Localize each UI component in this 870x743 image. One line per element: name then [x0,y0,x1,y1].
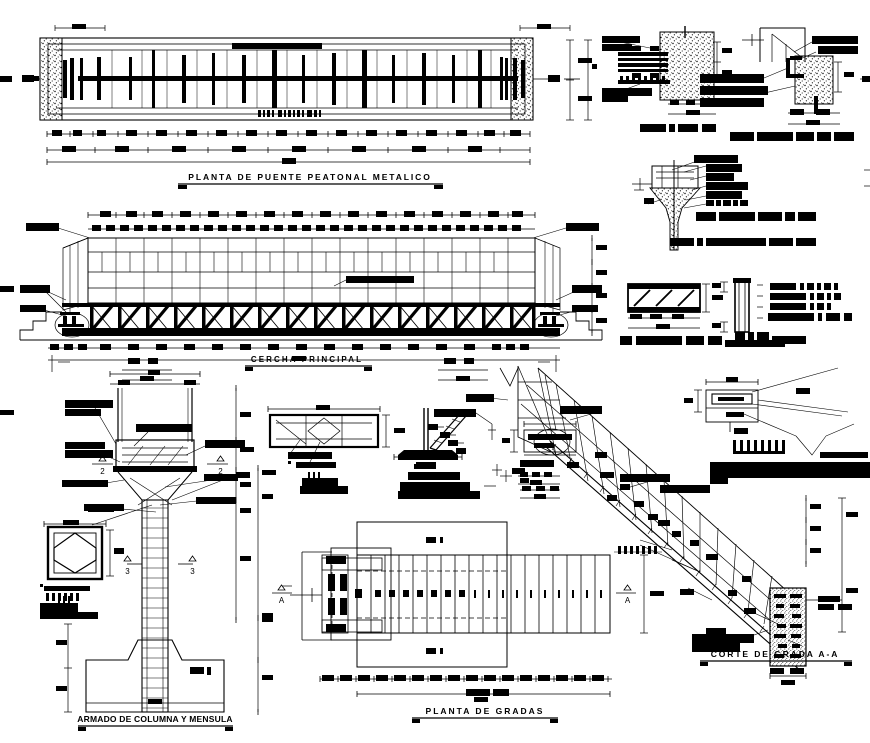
truss-top-dim-2 [88,225,535,231]
stair-top-support [502,420,577,485]
truss-right-vdim [591,234,607,337]
section-mark-2-right: 2 [207,455,228,476]
plan-dim-chain-1 [46,130,531,138]
detail-stair-support [700,27,858,141]
detail-text-block [710,462,870,478]
corbel-bearing-plate [113,466,197,472]
stairs-dashed-lines [357,570,507,619]
section-mark-a-right: A [616,584,636,605]
truss-web [62,303,560,336]
detail-caption-block-3 [670,212,816,246]
title-tick-right [434,185,443,189]
column-top-dim [109,370,201,385]
column-bottom-dim [85,699,225,707]
stairs-section-title: CORTE DE GRADA A-A [711,649,839,659]
plan-bridge-title: PLANTA DE PUENTE PEATONAL METALICO [188,172,431,182]
truss-bottom-dim [48,344,560,372]
title-tick-left [178,185,187,189]
section-mark-3-left: 3 [123,555,142,576]
detail-truss-panel [620,283,723,345]
section-mark-a-right-label: A [625,596,631,605]
misc-edge-markers [0,76,870,587]
view-stairs-section: CORTE DE GRADA A-A [466,365,870,685]
view-stairs-plan: A A [272,521,664,723]
stairs-plan-title: PLANTA DE GRADAS [426,706,545,716]
column-title-tick-left [78,727,86,731]
truss-title-tick-left [245,367,253,371]
truss-callouts [20,223,602,317]
handrail-connection-detail [684,367,870,484]
section-mark-a-left: A [272,584,292,605]
truss-deck-label [346,276,414,283]
section-mark-2-right-label: 2 [218,467,223,476]
longitudinal-girder [78,76,518,81]
corbel-concrete-body [649,187,702,251]
column-detail-title: ARMADO DE COLUMNA Y MENSULA [77,714,232,724]
plan-top-dims [54,24,571,31]
stairs-section-left-callouts [484,464,560,499]
stairs-plan-tick-left [412,719,420,723]
stairs-bottom-dim-2 [356,689,611,702]
view-plan-bridge: PLANTA DE PUENTE PEATONAL METALICO [22,24,592,189]
stairs-bottom-dim-1 [319,675,612,683]
detail-caption-block-4 [620,336,722,345]
stairs-section-tick-left [700,662,708,666]
plan-section-leaders [22,75,580,82]
section-mark-3-right-label: 3 [190,567,195,576]
column-callouts [62,400,250,526]
plan-dim-overall [46,158,531,166]
stairs-plan-tick-right [550,719,558,723]
section-mark-3-left-label: 3 [125,567,130,576]
detail-caption-block-5 [725,332,806,347]
view-column-detail: 2 2 3 3 ARMADO DE COLUMNA Y MENSULA [40,370,276,731]
section-mark-3-right: 3 [178,555,197,576]
column-footing-vdim [56,623,72,713]
view-truss-elevation: CERCHA PRINCIPAL [19,211,607,381]
truss-top-dim-1 [87,211,536,219]
stairs-section-right-vdim-b [838,497,858,633]
truss-bottom-detail-left [122,358,172,381]
plan-dim-chain-2 [46,146,531,154]
column-footing [85,639,225,713]
plan-right-vdim [566,39,592,121]
truss-bottom-detail-right [438,358,488,381]
stair-tread-markers [355,589,602,598]
detail-corbel-footing [632,155,816,251]
detail-caption-block-2 [730,132,854,141]
deck-layers [618,46,670,84]
section-mark-2-left: 2 [92,455,113,476]
deck-annotation-bottom [258,110,321,117]
column-title-tick-right [225,727,233,731]
stairs-landing-labels [426,537,443,654]
deck-label-strip-top [232,43,322,49]
stairs-left-column-plan [290,547,392,641]
column-shaft [141,499,169,713]
truss-title: CERCHA PRINCIPAL [251,355,363,364]
column-cross-section [40,520,124,619]
stairs-left-column-bars [326,556,347,632]
section-mark-a-left-label: A [279,596,285,605]
stair-base-column [692,587,852,685]
section-mark-2-left-label: 2 [100,467,105,476]
truss-title-tick-right [364,367,372,371]
detail-beam-section [267,405,405,494]
stairs-section-tick-right [844,662,852,666]
column-right-vdim-a [235,384,254,624]
cross-girders [63,50,525,108]
truss-bearings [54,312,569,338]
detail-corner-callout [428,409,496,454]
detail-caption-block-1 [640,124,716,132]
stairs-section-right-vdim-a [805,494,821,568]
column-top-bars [117,388,193,442]
stair-section-callouts [466,394,803,647]
detail-column-bar [712,278,852,347]
column-right-vdim-b [257,464,276,716]
stairs-right-vdim [640,554,664,634]
